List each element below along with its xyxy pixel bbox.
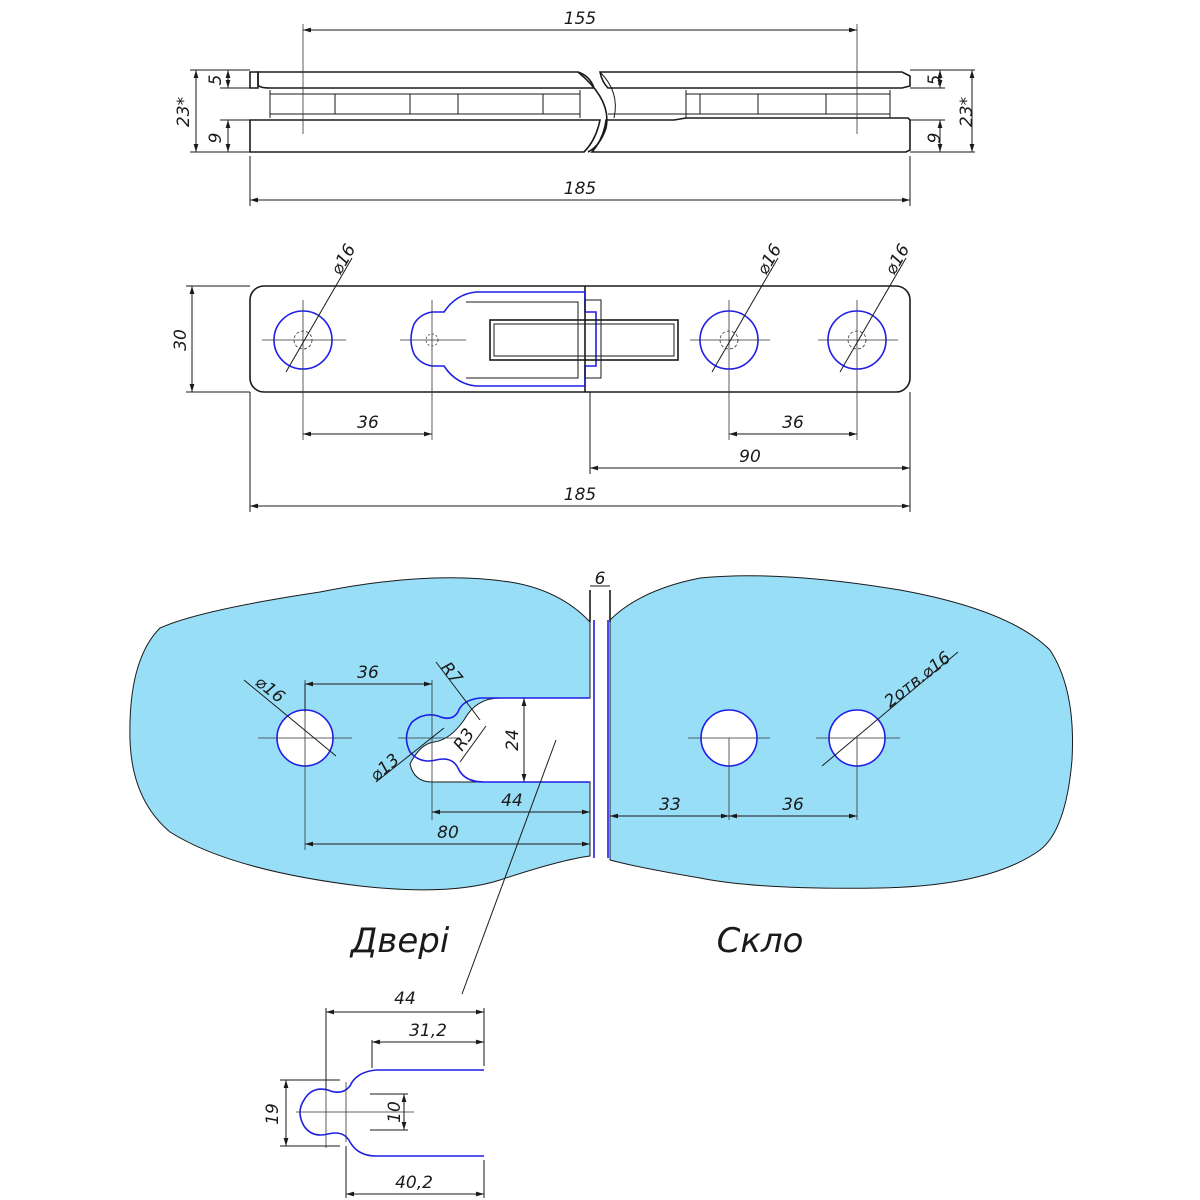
dim-90: 90 [739, 447, 761, 467]
dim-9-left: 9 [206, 133, 226, 144]
detail-dim-31-2: 31,2 [409, 1021, 447, 1041]
dim-9-right: 9 [925, 133, 945, 144]
detail-view: 44 31,2 19 10 40,2 [263, 989, 485, 1198]
detail-slot [299, 1069, 484, 1157]
label-d16-right: ⌀16 [881, 241, 914, 279]
dim-80: 80 [437, 823, 459, 843]
plan-view: ⌀16 ⌀16 ⌀16 30 36 36 90 185 [171, 241, 914, 512]
plate-outline [249, 285, 911, 393]
detail-dim-10: 10 [385, 1101, 405, 1123]
detail-dim-19: 19 [263, 1103, 283, 1125]
dim-33: 33 [659, 795, 681, 815]
lower-plate-left [249, 119, 601, 153]
dim-36-door: 36 [357, 663, 379, 683]
dim-30: 30 [171, 329, 191, 351]
dim-155: 155 [564, 9, 596, 29]
slot-outline [410, 291, 597, 387]
dim-23-right: 23* [957, 97, 977, 127]
dim-36-left: 36 [357, 413, 379, 433]
dim-5-left: 5 [206, 75, 226, 86]
hinge-curve [577, 71, 608, 153]
door-slot [405, 697, 590, 783]
dim-44: 44 [501, 791, 523, 811]
side-view: 155 185 5 9 23* 5 9 23* [174, 9, 977, 206]
glass-view: 6 ⌀16 36 R7 R3 ⌀13 24 44 80 2отв.⌀16 33 … [129, 569, 1073, 995]
detail-dim-40-2: 40,2 [395, 1173, 433, 1193]
label-d16-left: ⌀16 [327, 241, 360, 279]
upper-plate-left-outline [249, 71, 259, 89]
dim-36-right: 36 [782, 413, 804, 433]
dim-185-plan: 185 [564, 485, 596, 505]
dim-36-glass: 36 [782, 795, 804, 815]
dim-23-left: 23* [174, 97, 194, 127]
upper-plate-right [599, 71, 911, 89]
lower-plate-right [590, 117, 911, 153]
dim-185-top: 185 [564, 179, 596, 199]
label-door: Двері [349, 921, 450, 961]
slider-outer [489, 319, 679, 361]
dim-gap-6: 6 [595, 569, 606, 589]
dim-5-right: 5 [925, 75, 945, 86]
label-glass: Скло [717, 921, 804, 961]
label-d16-mid: ⌀16 [753, 241, 786, 279]
upper-plate-left [257, 71, 596, 89]
dim-24: 24 [503, 729, 523, 751]
detail-dim-44: 44 [394, 989, 416, 1009]
